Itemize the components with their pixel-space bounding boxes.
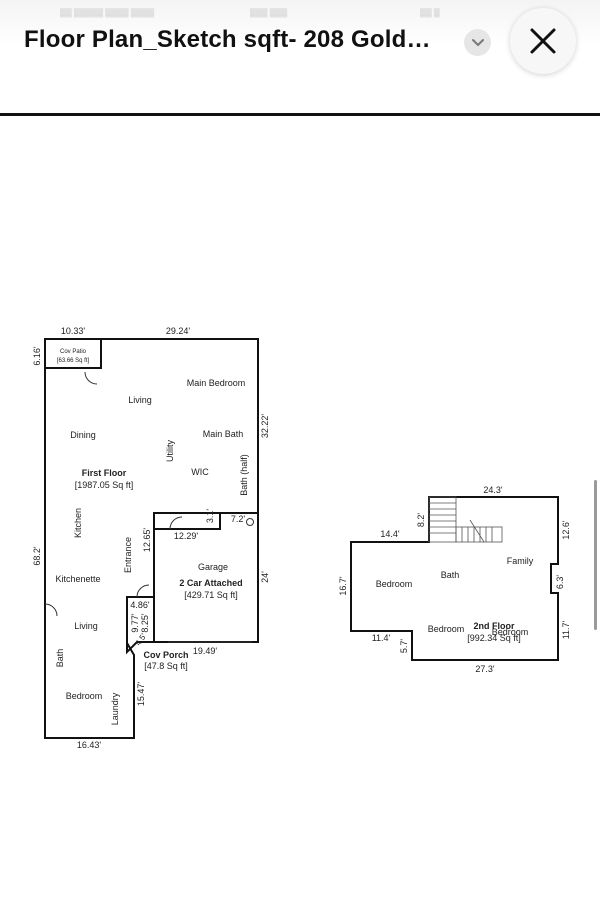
room-family: Family xyxy=(507,556,534,566)
room-living: Living xyxy=(128,395,152,405)
utility-fixture xyxy=(246,518,254,526)
room-kitchen: Kitchen xyxy=(73,508,83,538)
room-bath-half: Bath (half) xyxy=(239,454,249,496)
room-garage: Garage xyxy=(198,562,228,572)
dim-garage-notch-h: 7.2' xyxy=(231,514,246,524)
dim-patio-side: 6.16' xyxy=(32,346,42,366)
area-cov-porch: [47.8 Sq ft] xyxy=(144,661,188,671)
chevron-down-icon xyxy=(471,38,484,46)
room-wic: WIC xyxy=(191,467,209,477)
dim-right: 32.22' xyxy=(260,414,270,439)
room-laundry: Laundry xyxy=(110,692,120,725)
floor-plan-image: 10.33' 29.24' 6.16' 32.22' 68.2' 16.43' … xyxy=(32,326,571,750)
room-main-bedroom: Main Bedroom xyxy=(187,378,246,388)
door-swing xyxy=(169,516,183,530)
dim-garage-bottom: 19.49' xyxy=(193,646,218,656)
room-bedroom: Bedroom xyxy=(66,691,103,701)
dim-2f-bottom: 27.3' xyxy=(475,664,495,674)
door-swing xyxy=(44,603,58,617)
area-garage: [429.71 Sq ft] xyxy=(184,590,238,600)
door-swing xyxy=(136,584,150,598)
dim-2f-top: 24.3' xyxy=(483,485,503,495)
area-cov-patio: [63.66 Sq ft] xyxy=(57,358,90,364)
label-first-floor: First Floor xyxy=(82,468,127,478)
close-button[interactable] xyxy=(510,8,576,74)
dim-top-left: 10.33' xyxy=(61,326,86,336)
second-floor-outline xyxy=(350,496,559,661)
close-icon xyxy=(530,28,556,54)
room-kitchenette: Kitchenette xyxy=(55,574,100,584)
dim-2f-bottom-step: 5.7' xyxy=(399,639,409,654)
room-utility: Utility xyxy=(165,440,175,462)
room-2f-bedroom-2: Bedroom xyxy=(428,624,465,634)
door-swing xyxy=(84,371,98,385)
dim-entrance-v: 12.65' xyxy=(142,528,152,553)
room-bath: Bath xyxy=(55,649,65,668)
label-garage: 2 Car Attached xyxy=(179,578,242,588)
dim-porch-b: 9.77' xyxy=(130,613,140,633)
dim-porch-c: 8.25' xyxy=(140,613,150,633)
area-first-floor: [1987.05 Sq ft] xyxy=(75,480,134,490)
dim-2f-right-bottom: 11.7' xyxy=(561,620,571,639)
dim-2f-bottom-left: 11.4' xyxy=(372,633,391,643)
dim-2f-right-mid: 6.3' xyxy=(555,575,565,590)
label-cov-porch: Cov Porch xyxy=(143,650,188,660)
room-2f-bedroom-3: Bedroom xyxy=(492,627,529,637)
dim-porch-a: 4.86' xyxy=(130,600,150,610)
dim-2f-stair-v: 8.2' xyxy=(416,513,426,528)
cov-patio-outline xyxy=(44,338,102,369)
dim-left: 68.2' xyxy=(32,546,42,566)
room-entrance: Entrance xyxy=(123,537,133,573)
dim-2f-left-top: 14.4' xyxy=(380,529,400,539)
dim-top: 29.24' xyxy=(166,326,191,336)
room-main-bath: Main Bath xyxy=(203,429,244,439)
porch-outline xyxy=(126,596,155,655)
room-2f-bedroom-1: Bedroom xyxy=(376,579,413,589)
room-dining: Dining xyxy=(70,430,96,440)
dim-2f-left: 16.7' xyxy=(338,576,348,596)
background-bleed: ▓▓ ▓▓▓▓▓ ▓▓▓▓ ▓▓▓▓ ▓▓▓ ▓▓▓ ▓▓ ▓ xyxy=(60,8,440,17)
room-living-2: Living xyxy=(74,621,98,631)
document-title: Floor Plan_Sketch sqft- 208 Gold… xyxy=(24,26,431,53)
dim-garage-right: 24' xyxy=(260,571,270,583)
dim-laundry-side: 15.47' xyxy=(136,682,146,707)
title-dropdown-button[interactable] xyxy=(464,29,491,56)
dim-garage-top: 12.29' xyxy=(174,531,199,541)
room-cov-patio: Cov Patio xyxy=(60,349,87,355)
dim-bottom: 16.43' xyxy=(77,740,102,750)
viewer-header: ▓▓ ▓▓▓▓▓ ▓▓▓▓ ▓▓▓▓ ▓▓▓ ▓▓▓ ▓▓ ▓ Floor Pl… xyxy=(0,0,600,116)
area-second-floor: [992.34 Sq ft] xyxy=(467,633,521,643)
dim-porch-d: 4.5' xyxy=(134,631,149,647)
room-2f-bath: Bath xyxy=(441,570,460,580)
staircase xyxy=(428,496,503,543)
label-second-floor: 2nd Floor xyxy=(474,621,515,631)
dim-2f-right-top: 12.6' xyxy=(561,520,571,540)
dim-garage-notch-v: 3.1' xyxy=(205,509,215,524)
vertical-scrollbar[interactable] xyxy=(594,480,597,630)
